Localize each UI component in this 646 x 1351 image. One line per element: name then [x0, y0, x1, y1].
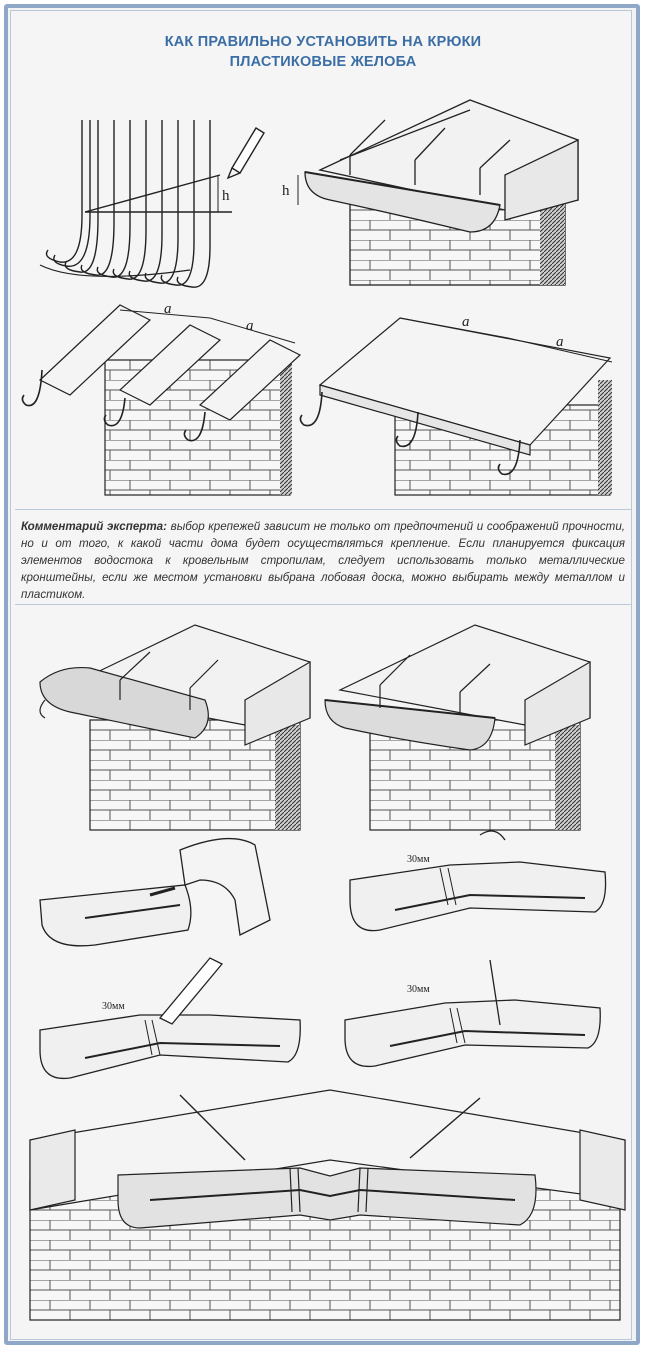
spacing-label-1: a [164, 301, 172, 317]
gap-label-1: 30мм [407, 854, 430, 865]
corner-join-step-3 [39, 957, 301, 1080]
corner-join-step-2 [349, 830, 607, 932]
gap-label-3: 30мм [407, 984, 430, 995]
corner-assembly-diagram [29, 1089, 626, 1321]
pencil-icon [226, 127, 265, 180]
rafter-spacing-diagram [21, 304, 302, 496]
comment-text: выбор крепежей зависит не только от пред… [21, 520, 625, 601]
fascia-spacing-diagram [299, 317, 613, 496]
hook-set [39, 120, 211, 288]
page-title: КАК ПРАВИЛЬНО УСТАНОВИТЬ НА КРЮКИ ПЛАСТИ… [0, 32, 646, 72]
height-label-1: h [222, 188, 230, 204]
title-line-1: КАК ПРАВИЛЬНО УСТАНОВИТЬ НА КРЮКИ [164, 34, 482, 50]
gutter-installed-diagram [324, 624, 591, 831]
title-line-2: ПЛАСТИКОВЫЕ ЖЕЛОБА [229, 54, 417, 70]
gutter-on-hooks-diagram [297, 99, 579, 286]
height-label-2: h [282, 183, 290, 199]
spacing-label-2: a [246, 318, 254, 334]
hooks-slope-diagram [39, 120, 265, 288]
expert-comment: Комментарий эксперта: выбор крепежей зав… [15, 509, 631, 605]
gap-label-2: 30мм [102, 1001, 125, 1012]
spacing-label-4: a [556, 334, 564, 350]
gutter-snap-diagram [39, 624, 311, 831]
corner-join-step-4 [344, 959, 601, 1068]
slope-line [84, 174, 221, 213]
comment-label: Комментарий эксперта: [21, 520, 167, 533]
corner-join-step-1 [39, 837, 271, 947]
spacing-label-3: a [462, 314, 470, 330]
